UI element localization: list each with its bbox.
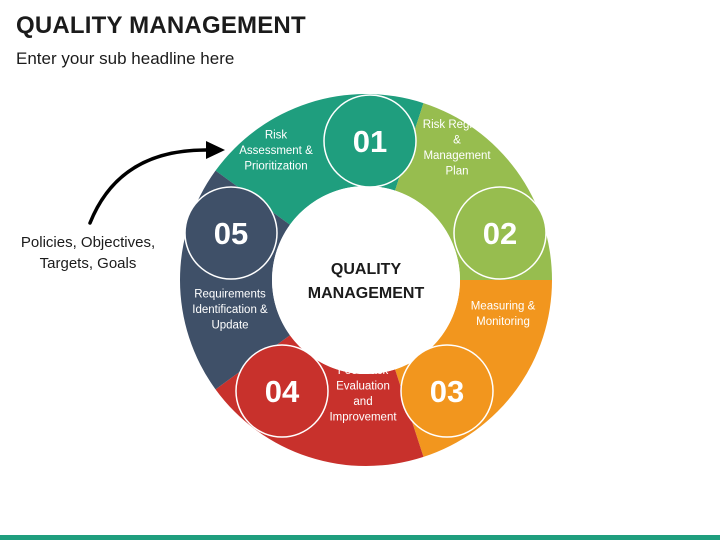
step-number-05: 05 — [214, 216, 248, 251]
step-number-04: 04 — [265, 374, 300, 409]
step-badge-04 — [235, 344, 329, 438]
step-label-04: Feedback — [338, 365, 389, 377]
center-label-line: QUALITY — [331, 261, 402, 278]
page-subtitle: Enter your sub headline here — [16, 49, 235, 68]
step-label-02: Plan — [445, 165, 468, 177]
step-label-03: Monitoring — [476, 316, 530, 328]
step-label-02: Management — [423, 150, 491, 162]
input-arrow — [88, 141, 225, 225]
input-arrow-head — [206, 141, 225, 159]
input-arrow-line — [88, 148, 212, 225]
accent-bar — [0, 535, 720, 540]
center-hole — [272, 186, 460, 374]
step-label-05: Identification & — [192, 304, 268, 316]
step-label-01: Risk — [265, 130, 288, 142]
step-label-04: Improvement — [329, 411, 397, 423]
step-label-03: Measuring & — [471, 300, 536, 312]
step-label-05: Update — [211, 320, 248, 332]
step-number-02: 02 — [483, 216, 517, 251]
step-badge-02 — [453, 186, 547, 280]
step-label-04: Evaluation — [336, 380, 390, 392]
input-note: Policies, Objectives, Targets, Goals — [8, 232, 168, 274]
step-badge-03 — [400, 344, 494, 438]
center-label: QUALITY MANAGEMENT — [308, 261, 425, 302]
step-number-01: 01 — [353, 124, 387, 159]
step-badge-01 — [323, 94, 417, 188]
input-note-line: Policies, Objectives, — [20, 234, 156, 251]
step-badge-05 — [184, 186, 278, 280]
step-label-02: & — [453, 134, 461, 146]
input-note-line: Targets, Goals — [39, 255, 137, 272]
page-title: QUALITY MANAGEMENT — [16, 12, 306, 39]
step-label-01: Prioritization — [244, 161, 307, 173]
step-label-05: Requirements — [194, 289, 266, 301]
step-badges: 01 02 03 04 05 — [184, 94, 547, 438]
step-label-02: Risk Register — [423, 119, 492, 131]
step-label-04: and — [353, 396, 372, 408]
step-number-03: 03 — [430, 374, 464, 409]
center-label-line: MANAGEMENT — [308, 285, 425, 302]
step-label-01: Assessment & — [239, 145, 313, 157]
